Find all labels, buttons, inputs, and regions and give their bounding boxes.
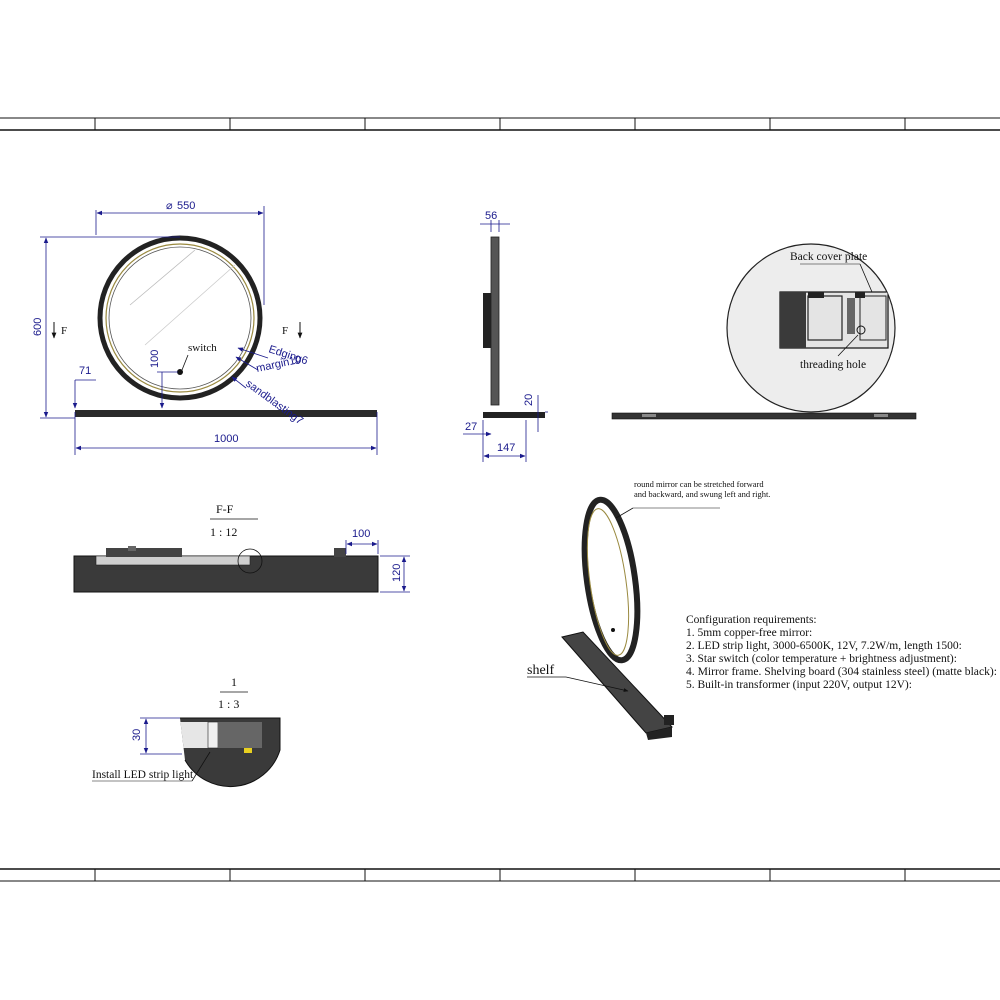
mirror-glass <box>108 246 252 390</box>
dim-30-label: 30 <box>131 729 143 741</box>
dim-ff-100-label: 100 <box>352 528 370 540</box>
front-view: ⌀ 550 600 1000 71 100 switch F F Edging6… <box>32 200 378 455</box>
dim-27-label: 27 <box>465 421 477 433</box>
switch-label: switch <box>188 342 217 354</box>
config-item: 1. 5mm copper-free mirror: <box>686 627 812 639</box>
shelf-label: shelf <box>527 663 555 678</box>
dim-147-label: 147 <box>497 442 515 454</box>
section-ff: F-F 1 : 12 100 120 <box>73 502 410 593</box>
iso-mirror-frame <box>581 496 641 664</box>
side-view: 56 20 27 147 <box>463 210 548 462</box>
side-back-plate <box>483 293 491 348</box>
glass-reflection <box>144 264 236 346</box>
iso-note-line1: round mirror can be stretched forward <box>634 479 764 489</box>
mirror-frame <box>97 235 263 401</box>
mirror-led-ring <box>105 243 255 393</box>
threading-hole-icon <box>856 325 866 335</box>
iso-view: round mirror can be stretched forward an… <box>527 479 770 740</box>
detail-1-title: 1 <box>231 675 237 689</box>
config-item: 2. LED strip light, 3000-6500K, 12V, 7.2… <box>686 640 962 652</box>
back-detail: Back cover plate threading hole <box>611 243 917 420</box>
config-item: 5. Built-in transformer (input 220V, out… <box>686 679 912 691</box>
section-mark-left: F <box>61 325 67 337</box>
config-item: 3. Star switch (color temperature + brig… <box>686 653 957 665</box>
side-shelf <box>483 412 545 418</box>
back-shelf <box>611 412 917 420</box>
sandblasting-label: sandblasting7 <box>243 378 305 428</box>
config-requirements: Configuration requirements: 1. 5mm coppe… <box>686 614 997 691</box>
dim-550-label: 550 <box>177 200 195 212</box>
dim-71-label: 71 <box>79 365 91 377</box>
led-strip <box>244 748 252 753</box>
led-strip-label: Install LED strip light <box>92 769 194 781</box>
section-detail-callout <box>237 548 263 574</box>
side-mirror <box>490 236 500 406</box>
switch-leader <box>181 354 189 371</box>
front-shelf <box>75 410 377 417</box>
iso-shelf <box>561 631 673 734</box>
section-mark-right: F <box>282 325 288 337</box>
detail-1: 1 1 : 3 30 Install LED strip light <box>92 675 281 787</box>
switch-icon <box>177 369 183 375</box>
config-title: Configuration requirements: <box>686 614 817 626</box>
frame-top <box>0 117 1000 131</box>
iso-note-line2: and backward, and swung left and right. <box>634 489 770 499</box>
dim-20-label: 20 <box>523 394 535 406</box>
glass-reflection <box>129 249 196 306</box>
iso-mirror-inner <box>586 508 630 656</box>
dim-56-label: 56 <box>485 210 497 222</box>
dim-ff-120-label: 120 <box>391 564 403 582</box>
frame-bottom <box>0 868 1000 882</box>
back-cover-label: Back cover plate <box>790 251 867 263</box>
detail-1-scale: 1 : 3 <box>218 697 239 711</box>
dim-100-label: 100 <box>149 350 161 368</box>
dim-1000-label: 1000 <box>214 433 238 445</box>
config-item: 4. Mirror frame. Shelving board (304 sta… <box>686 666 997 678</box>
section-ff-title: F-F <box>216 502 234 516</box>
threading-hole-label: threading hole <box>800 359 866 371</box>
dim-550-diameter-icon: ⌀ <box>166 200 173 212</box>
dim-600-label: 600 <box>32 318 44 336</box>
section-ff-scale: 1 : 12 <box>210 525 237 539</box>
